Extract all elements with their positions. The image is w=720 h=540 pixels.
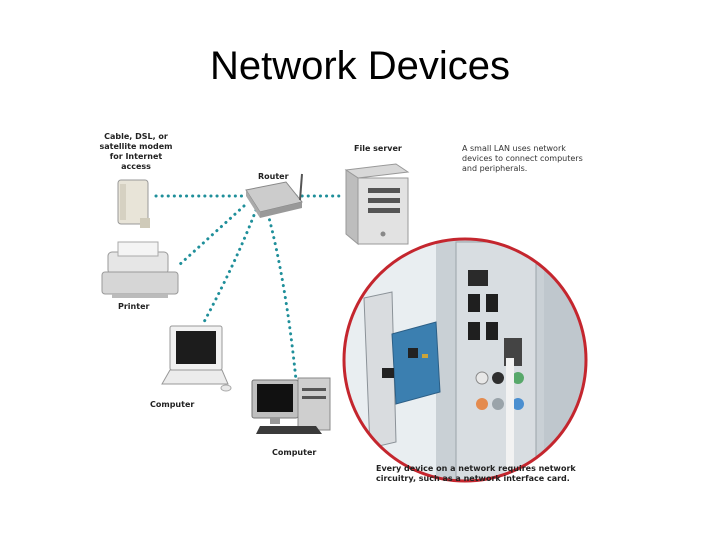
- computer-back-panel-icon: [436, 239, 586, 481]
- modem-icon: [117, 179, 150, 228]
- modem-label: Cable, DSL, or satellite modem for Inter…: [99, 132, 173, 171]
- laptop-icon: [161, 325, 232, 392]
- nic-zoom-view: [342, 237, 588, 483]
- router-label: Router: [258, 172, 289, 181]
- connection-router-laptop: [202, 208, 258, 324]
- connection-lines: [154, 194, 346, 382]
- nic-caption: Every device on a network requires netwo…: [376, 464, 576, 483]
- file-server-icon: [344, 163, 410, 246]
- connection-router-desktop: [266, 212, 298, 382]
- network-diagram: Cable, DSL, or satellite modem for Inter…: [96, 122, 614, 490]
- network-interface-card-icon: [363, 291, 441, 449]
- router-icon: [245, 173, 303, 218]
- file-server-label: File server: [354, 144, 402, 153]
- desktop-computer-icon: [251, 377, 331, 434]
- lan-caption: A small LAN uses network devices to conn…: [462, 144, 583, 173]
- diagram-graphics: [101, 163, 588, 483]
- connection-router-printer: [176, 204, 246, 268]
- printer-label: Printer: [118, 302, 150, 311]
- desktop-label: Computer: [272, 448, 317, 457]
- laptop-label: Computer: [150, 400, 195, 409]
- slide-title: Network Devices: [209, 44, 511, 88]
- printer-icon: [101, 241, 179, 298]
